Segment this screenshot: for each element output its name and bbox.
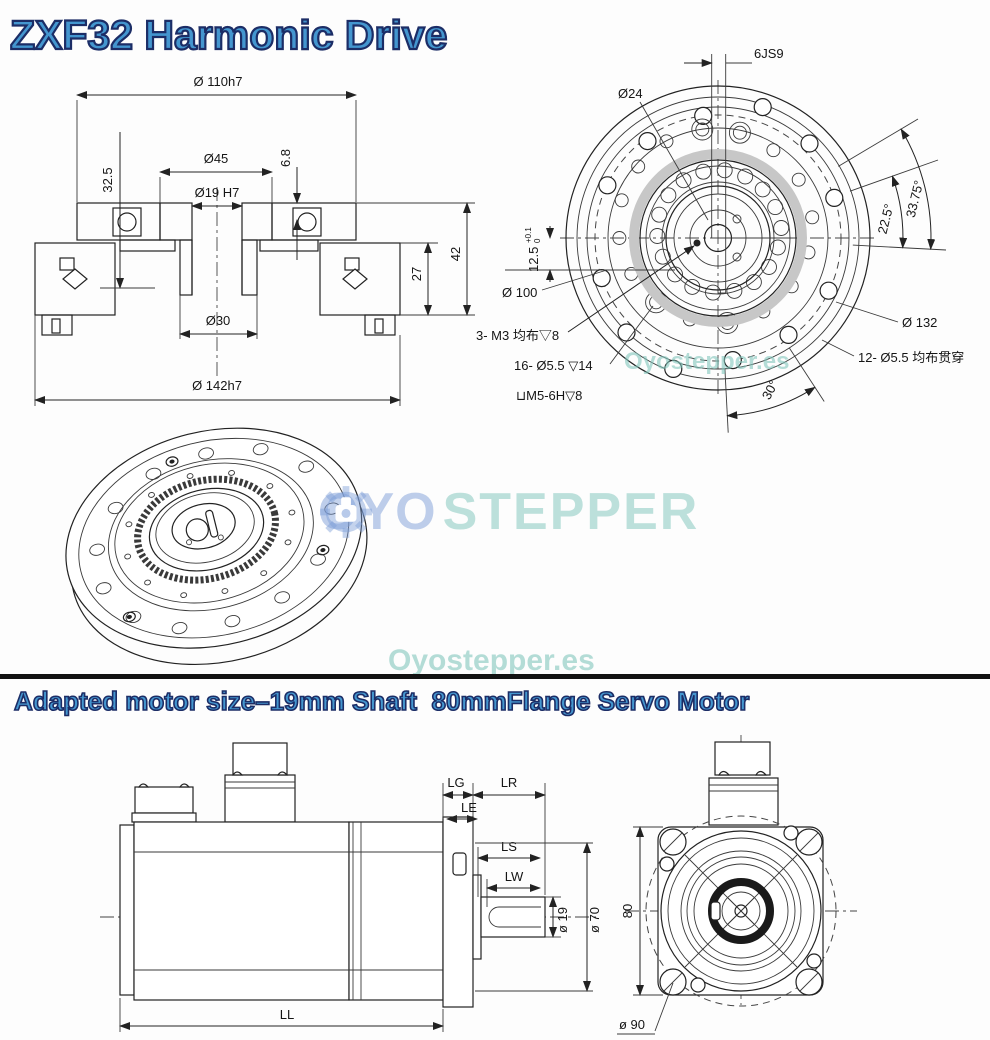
- dim-le: LE: [461, 800, 477, 815]
- dim-h68: 6.8: [278, 149, 293, 167]
- dim-d125-tol-top: +0.1: [524, 227, 533, 243]
- cross-section-dimensions: Ø 110h7 32.5 Ø45 Ø19 H7 6.8: [34, 74, 475, 406]
- dim-h16: 16- Ø5.5 ▽14: [514, 358, 593, 373]
- motor-front-geometry: [625, 735, 857, 1007]
- dim-m3: 3- M3 均布▽8: [476, 328, 559, 343]
- dim-lg: LG: [447, 775, 464, 790]
- dim-m5: ⊔M5-6H▽8: [516, 388, 582, 403]
- dim-h80: 80: [620, 904, 635, 918]
- isometric-geometry: [65, 427, 368, 666]
- dim-d142: Ø 142h7: [192, 378, 242, 393]
- dim-h12: 12- Ø5.5 均布贯穿: [858, 350, 964, 365]
- dim-d90: ø 90: [619, 1017, 645, 1032]
- dim-d110: Ø 110h7: [194, 74, 243, 89]
- dim-v42: 42: [448, 247, 463, 261]
- flange-corner-screws: [659, 825, 823, 996]
- dim-d125: 12.5: [526, 247, 541, 272]
- motor-side-dimensions: LG LR LE LS LW ø 19 ø 70: [119, 775, 602, 1032]
- bolt-holes-12: [592, 97, 844, 378]
- brand-watermark: OYO STEPPER: [318, 482, 699, 542]
- section2-title: Adapted motor size–19mm Shaft 80mmFlange…: [13, 685, 750, 717]
- gear-motor-icon: [320, 486, 372, 538]
- front-view-dimensions: 6JS9 Ø24 12.5 +0.1 0 Ø 100 3- M3 均布▽8 16…: [476, 46, 964, 433]
- dim-a30: 30°: [759, 378, 781, 402]
- dim-d19: Ø19 H7: [195, 185, 240, 200]
- dim-h325: 32.5: [100, 167, 115, 192]
- harmonic-drive-section-geometry: [34, 187, 401, 377]
- dim-ll: LL: [280, 1007, 294, 1022]
- motor-front-view-drawing: 80 ø 90: [617, 735, 857, 1035]
- dim-d132: Ø 132: [902, 315, 937, 330]
- brand-watermark-right: STEPPER: [442, 483, 700, 541]
- dim-a3375: 33.75°: [903, 179, 927, 219]
- iso-face-screws: [122, 456, 330, 623]
- motor-front-dimensions: 80 ø 90: [617, 826, 674, 1035]
- motor-side-view-drawing: LG LR LE LS LW ø 19 ø 70: [100, 742, 602, 1032]
- dim-d24: Ø24: [618, 86, 643, 101]
- dim-key: 6JS9: [754, 46, 784, 61]
- site-watermark-bottom: Oyostepper.es: [388, 644, 595, 677]
- dim-lr: LR: [501, 775, 518, 790]
- dim-a225: 22.5°: [875, 202, 897, 235]
- motor-side-geometry: [100, 742, 600, 1008]
- front-view-drawing: 6JS9 Ø24 12.5 +0.1 0 Ø 100 3- M3 均布▽8 16…: [476, 46, 964, 433]
- dim-d100: Ø 100: [502, 285, 537, 300]
- dim-d45: Ø45: [204, 151, 229, 166]
- cross-section-drawing: Ø 110h7 32.5 Ø45 Ø19 H7 6.8: [34, 74, 475, 406]
- dim-v27: 27: [409, 267, 424, 281]
- dim-lw: LW: [505, 869, 524, 884]
- site-watermark-top: Oyostepper.es: [624, 348, 790, 375]
- dim-d70-body: ø 70: [587, 907, 602, 933]
- iso-screw-holes: [124, 470, 296, 599]
- dim-d125-tol-bot: 0: [533, 238, 542, 243]
- section-divider: [0, 674, 990, 679]
- dim-d30: Ø30: [206, 313, 231, 328]
- front-view-geometry: [505, 54, 878, 398]
- dim-ls: LS: [501, 839, 517, 854]
- isometric-view-drawing: [65, 427, 368, 666]
- dim-d19-shaft: ø 19: [555, 907, 570, 933]
- page-title: ZXF32 Harmonic Drive: [9, 11, 449, 59]
